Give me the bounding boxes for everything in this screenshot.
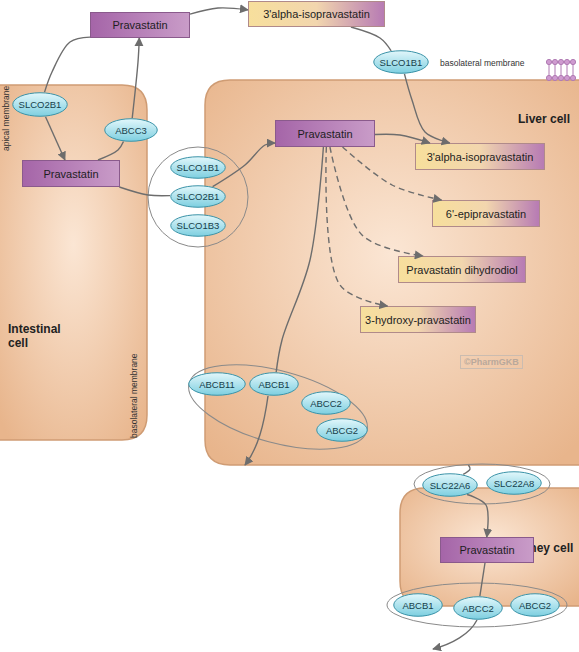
- transporter-ellipse: SLC22A8: [486, 471, 542, 495]
- transporter-ellipse: ABCB1: [249, 372, 299, 396]
- transporter-outline: [394, 594, 443, 617]
- cell-body: Kidney cellPravastatin: [400, 488, 579, 606]
- node-text: Pravastatin: [459, 544, 514, 556]
- flow-arrow: [351, 27, 391, 51]
- transporter-ellipse: ABCC2: [453, 596, 503, 620]
- transporter-outline: [13, 93, 68, 117]
- node-text: ABCB11: [199, 379, 235, 390]
- node-text: SLC22A6: [430, 480, 471, 491]
- node-text: 3-hydroxy-pravastatin: [365, 314, 471, 326]
- watermark: ©PharmGKB: [460, 355, 523, 369]
- metabolite-box: 6'-epipravastatin: [432, 200, 540, 227]
- transporter-outline: [423, 474, 478, 497]
- transporter-ellipse: ABCB11: [188, 372, 246, 396]
- transporter-ellipse: ABCC3: [104, 118, 158, 142]
- node-text: ABCB1: [402, 600, 433, 611]
- transporter-ellipse: ABCB1: [393, 593, 443, 617]
- cell-label: basolateral membrane: [440, 58, 525, 68]
- node-text: ABCG2: [326, 425, 358, 436]
- transporter-ellipse: SLCO2B1: [12, 92, 68, 117]
- node-text: SLCO2B1: [177, 191, 220, 202]
- drug-box: Pravastatin: [90, 12, 190, 38]
- node-text: SLCO1B3: [177, 220, 220, 231]
- transporter-outline: [454, 597, 503, 620]
- transporter-outline: [250, 373, 299, 396]
- transporter-outline: [374, 51, 429, 74]
- transporter-ellipse: SLCO1B3: [170, 214, 226, 237]
- node-text: ABCG2: [519, 600, 551, 611]
- transporter-outline: [105, 119, 158, 142]
- metabolite-box: 3-hydroxy-pravastatin: [360, 306, 476, 333]
- drug-box: Pravastatin: [275, 120, 375, 147]
- metabolite-box: 3'alpha-isopravastatin: [415, 143, 545, 170]
- transporter-outline: [171, 186, 226, 208]
- metabolite-box: Pravastatin dihydrodiol: [398, 256, 526, 283]
- node-text: SLCO1B1: [380, 57, 423, 68]
- node-text: SLC22A8: [494, 478, 535, 489]
- transporter-outline: [317, 419, 368, 442]
- membrane-icon: [546, 59, 575, 80]
- transporter-ellipse: ABCC2: [301, 391, 351, 415]
- cell-outline: [400, 488, 579, 606]
- metabolite-box: 3'alpha-isopravastatin: [248, 1, 385, 27]
- transporter-outline: [487, 472, 542, 495]
- node-text: SLCO2B1: [19, 99, 62, 110]
- node-text: ABCC2: [310, 398, 342, 409]
- node-text: Pravastatin: [112, 19, 167, 31]
- node-text: 3'alpha-isopravastatin: [263, 8, 370, 20]
- node-text: Pravastatin dihydrodiol: [406, 264, 517, 276]
- node-text: Pravastatin: [297, 128, 352, 140]
- flow-arrow: [463, 465, 470, 474]
- transporter-outline: [511, 594, 560, 617]
- cell-label: apical membrane: [1, 86, 11, 151]
- drug-box: Pravastatin: [22, 160, 120, 187]
- transporter-ellipse: SLCO1B1: [170, 156, 226, 179]
- node-text: ABCC3: [115, 125, 147, 136]
- node-text: ABCC2: [462, 603, 494, 614]
- transporter-outline: [189, 373, 246, 396]
- node-text: 3'alpha-isopravastatin: [427, 151, 534, 163]
- cell-label: Liver cell: [518, 112, 570, 126]
- transporter-outline: [171, 157, 226, 179]
- node-text: ABCB1: [258, 379, 289, 390]
- cell-body: Liver cellbasolateral membranePravastati…: [205, 80, 579, 465]
- node-text: 6'-epipravastatin: [446, 208, 526, 220]
- node-text: Pravastatin: [43, 168, 98, 180]
- transporter-outline: [171, 215, 226, 237]
- transporter-ellipse: ABCG2: [316, 418, 368, 442]
- flow-arrow: [190, 8, 248, 14]
- transporter-ellipse: SLCO1B1: [373, 50, 429, 74]
- drug-box: Pravastatin: [440, 537, 534, 563]
- transporter-ellipse: SLCO2B1: [170, 185, 226, 208]
- cell-outline: [205, 80, 579, 465]
- transporter-ellipse: ABCG2: [510, 593, 560, 617]
- node-text: SLCO1B1: [177, 162, 220, 173]
- cell-label: Intestinal cell: [8, 322, 70, 350]
- transporter-outline: [302, 392, 351, 415]
- excretion-arrow: [433, 620, 477, 649]
- cell-label: basolateral membrane: [129, 353, 139, 438]
- transporter-ellipse: SLC22A6: [422, 473, 478, 497]
- flow-arrow: [45, 37, 90, 92]
